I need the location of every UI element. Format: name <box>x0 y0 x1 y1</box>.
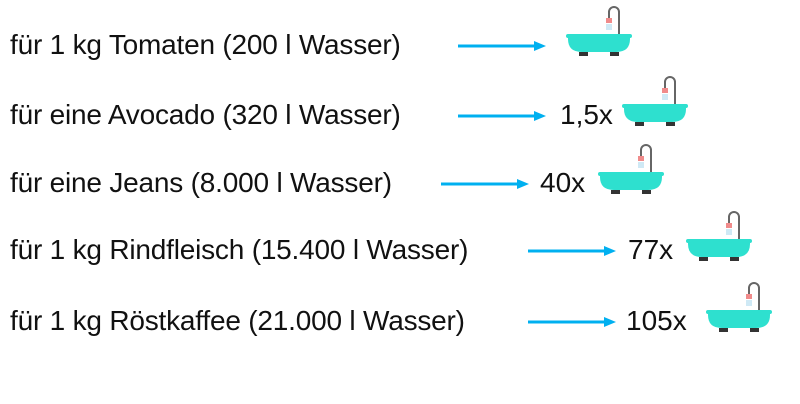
arrow-icon <box>458 111 546 121</box>
bathtub-icon <box>706 282 772 332</box>
bathtub-icon <box>598 144 664 194</box>
arrow-icon <box>441 179 529 189</box>
factor-label: 105x <box>626 305 687 336</box>
item-label: für 1 kg Röstkaffee (21.000 l Wasser) <box>10 305 465 336</box>
arrow-icon <box>528 246 616 256</box>
arrow-icon <box>528 317 616 327</box>
factor-label: 40x <box>540 167 586 198</box>
factor-label: 1,5x <box>560 99 613 130</box>
list-item: für 1 kg Röstkaffee (21.000 l Wasser) 10… <box>0 282 800 346</box>
list-item: für eine Jeans (8.000 l Wasser) 40x <box>0 144 800 208</box>
bathtub-icon <box>686 211 752 261</box>
list-item: für eine Avocado (320 l Wasser) 1,5x <box>0 76 800 140</box>
item-label: für 1 kg Rindfleisch (15.400 l Wasser) <box>10 234 469 265</box>
list-item: für 1 kg Rindfleisch (15.400 l Wasser) 7… <box>0 211 800 275</box>
item-label: für 1 kg Tomaten (200 l Wasser) <box>10 29 401 60</box>
item-label: für eine Avocado (320 l Wasser) <box>10 99 401 130</box>
item-label: für eine Jeans (8.000 l Wasser) <box>10 167 392 198</box>
factor-label: 77x <box>628 234 674 265</box>
bathtub-icon <box>566 6 632 56</box>
bathtub-icon <box>622 76 688 126</box>
list-item: für 1 kg Tomaten (200 l Wasser) <box>0 6 800 70</box>
arrow-icon <box>458 41 546 51</box>
